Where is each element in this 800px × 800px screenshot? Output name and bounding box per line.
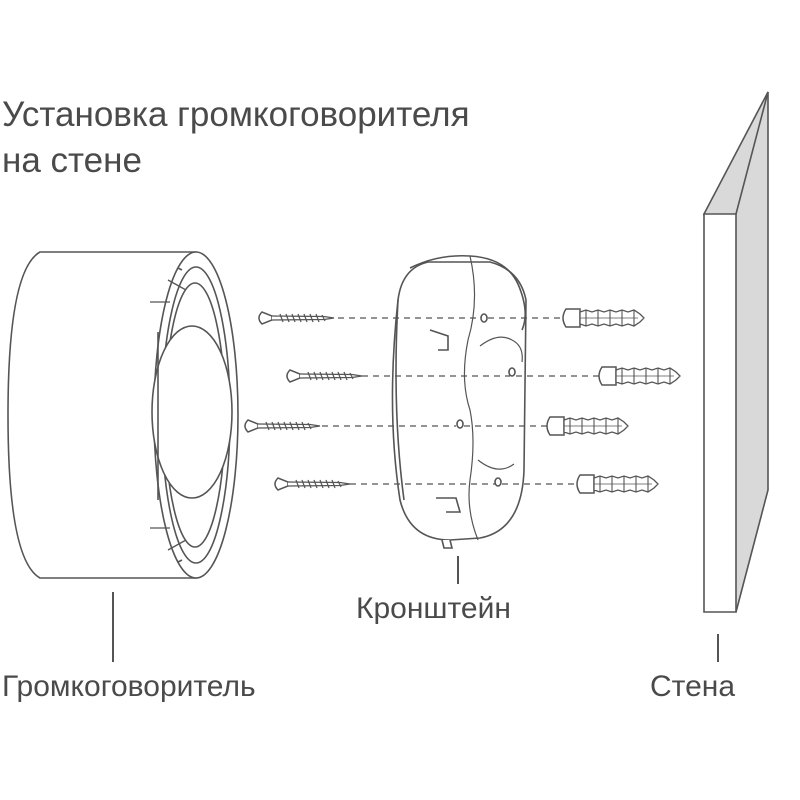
bracket-drawing <box>391 254 527 549</box>
diagram-title: Установка громкоговорителя на стене <box>2 92 470 184</box>
bracket-label: Кронштейн <box>356 592 511 625</box>
title-line-1: Установка громкоговорителя <box>2 95 470 134</box>
speaker-drawing <box>7 251 239 579</box>
alignment-lines <box>322 317 600 485</box>
screw-4 <box>274 477 351 491</box>
leader-lines <box>112 556 719 662</box>
anchor-2 <box>598 366 681 386</box>
anchor-4 <box>576 474 659 494</box>
screws <box>244 311 363 491</box>
wall-drawing <box>703 91 769 613</box>
screw-3 <box>244 419 321 433</box>
title-line-2: на стене <box>2 141 142 180</box>
speaker-label: Громкоговоритель <box>2 670 256 703</box>
anchor-1 <box>562 308 645 328</box>
screw-1 <box>258 311 335 325</box>
wall-anchors <box>546 308 681 494</box>
wall-label: Стена <box>650 670 736 703</box>
screw-2 <box>286 369 363 383</box>
anchor-3 <box>546 416 629 436</box>
